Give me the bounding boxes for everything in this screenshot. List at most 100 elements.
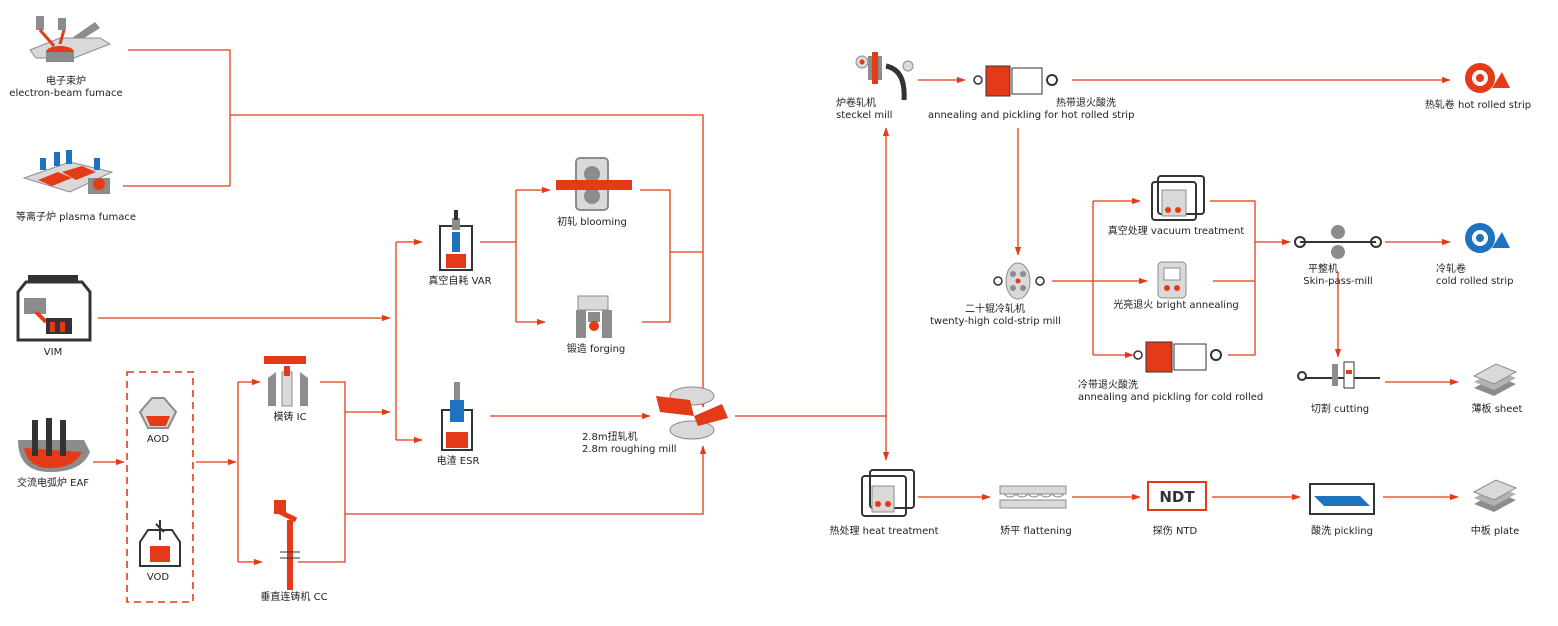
label-vacuum-text: 真空处理 vacuum treatment — [1107, 226, 1245, 237]
secondary-refining-box — [126, 371, 194, 603]
label-twenty-en: twenty-high cold-strip mill — [930, 316, 1061, 327]
label-apcold-zh: 冷带退火酸洗 — [1078, 380, 1138, 391]
label-eaf: 交流电弧炉 EAF — [8, 478, 98, 490]
label-vod-text: VOD — [146, 572, 170, 583]
label-pickling: 酸洗 pickling — [1300, 526, 1384, 538]
label-blooming: 初轧 blooming — [552, 217, 632, 229]
label-aod-text: AOD — [146, 434, 170, 445]
label-ndt-text: 探伤 NTD — [1152, 526, 1198, 537]
cold-rolled-coil-icon — [1465, 223, 1510, 253]
roughing-mill-icon — [656, 386, 728, 440]
label-cc: 垂直连铸机 CC — [248, 592, 340, 604]
label-ebf-zh: 电子束炉 — [46, 76, 86, 87]
twenty-high-mill-icon — [993, 262, 1045, 300]
label-ebf-en: electron-beam fumace — [9, 88, 123, 99]
vod-vessel-icon — [139, 520, 181, 567]
label-aphot-en: annealing and pickling for hot rolled st… — [928, 110, 1135, 121]
label-pickling-text: 酸洗 pickling — [1311, 526, 1373, 537]
label-ic: 模铸 IC — [260, 412, 320, 424]
label-bright-text: 光亮退火 bright annealing — [1113, 300, 1239, 311]
label-skin-en: Skin-pass-mill — [1303, 276, 1373, 287]
continuous-caster-icon — [274, 500, 300, 590]
esr-furnace-icon — [441, 382, 473, 451]
connector-vacuum-out — [1210, 200, 1256, 242]
vacuum-treatment-icon — [1151, 175, 1205, 221]
connector-apcold-out — [1228, 242, 1256, 356]
pickling-tank-icon — [1309, 483, 1375, 515]
label-coldstrip-en: cold rolled strip — [1436, 276, 1514, 287]
label-aphot-zh: 热带退火酸洗 — [1056, 98, 1116, 109]
label-vod: VOD — [140, 572, 176, 584]
label-steckel-zh: 炉卷轧机 — [836, 98, 876, 109]
connector-cc-out — [298, 412, 346, 563]
eaf-furnace-icon — [18, 418, 90, 472]
connector-bus-rough — [230, 114, 707, 408]
steckel-mill-icon — [855, 52, 914, 101]
label-cc-text: 垂直连铸机 CC — [260, 592, 328, 603]
label-twenty-high: 二十辊冷轧机 twenty-high cold-strip mill — [930, 304, 1061, 328]
bright-annealing-icon — [1157, 261, 1187, 299]
label-flattening: 矫平 flattening — [996, 526, 1076, 538]
label-plasma-furnace: 等离子炉 plasma fumace — [6, 212, 146, 224]
label-hot-rolled-strip: 热轧卷 hot rolled strip — [1420, 100, 1536, 112]
label-var: 真空自耗 VAR — [420, 276, 500, 288]
annealing-pickling-hot-icon — [973, 65, 1058, 97]
label-vim-text: VIM — [43, 347, 63, 358]
connector-blooming-out — [640, 189, 703, 253]
label-hotstrip-text: 热轧卷 hot rolled strip — [1424, 100, 1532, 111]
var-furnace-icon — [439, 210, 473, 271]
label-vim: VIM — [38, 347, 68, 359]
plasma-furnace-icon — [22, 150, 114, 194]
electron-beam-furnace-icon — [29, 16, 112, 62]
label-roughing-mill: 2.8m扭轧机 2.8m roughing mill — [582, 432, 682, 456]
label-steckel-mill: 炉卷轧机 steckel mill — [836, 98, 906, 122]
flattening-machine-icon — [999, 485, 1067, 509]
label-skin-zh: 平整机 — [1308, 264, 1338, 275]
label-vacuum-treatment: 真空处理 vacuum treatment — [1104, 226, 1248, 238]
label-forging: 锻造 forging — [556, 344, 636, 356]
label-flat-text: 矫平 flattening — [1000, 526, 1072, 537]
label-annealing-pickling-cold: 冷带退火酸洗 annealing and pickling for cold r… — [1078, 380, 1264, 404]
label-pf-text: 等离子炉 plasma fumace — [15, 212, 137, 223]
label-cutting-text: 切割 cutting — [1310, 404, 1370, 415]
label-twenty-zh: 二十辊冷轧机 — [965, 304, 1025, 315]
label-esr: 电渣 ESR — [426, 456, 490, 468]
label-aod: AOD — [140, 434, 176, 446]
label-cutting: 切割 cutting — [1300, 404, 1380, 416]
vim-furnace-icon — [16, 275, 92, 342]
connector-ebf-bus — [128, 49, 231, 186]
label-apcold-en: annealing and pickling for cold rolled — [1078, 392, 1264, 403]
heat-treatment-icon — [861, 469, 915, 517]
ingot-casting-icon — [264, 356, 308, 407]
hot-rolled-coil-icon — [1465, 63, 1510, 93]
forging-press-icon — [576, 295, 612, 338]
label-esr-text: 电渣 ESR — [436, 456, 480, 467]
sheet-stack-icon — [1472, 363, 1518, 396]
label-ic-text: 模铸 IC — [273, 412, 307, 423]
label-sheet: 薄板 sheet — [1464, 404, 1530, 416]
aod-converter-icon — [138, 397, 178, 429]
blooming-mill-icon — [556, 157, 632, 211]
label-var-text: 真空自耗 VAR — [428, 276, 492, 287]
label-heat-treatment: 热处理 heat treatment — [824, 526, 944, 538]
label-forging-text: 锻造 forging — [566, 344, 626, 355]
connector-forging-out — [642, 252, 671, 323]
label-electron-beam-furnace: 电子束炉 electron-beam fumace — [6, 76, 126, 100]
annealing-pickling-cold-icon — [1133, 341, 1222, 373]
label-annealing-pickling-hot: 热带退火酸洗 annealing and pickling for hot ro… — [928, 98, 1134, 122]
ndt-badge: NDT — [1147, 481, 1207, 511]
label-sheet-text: 薄板 sheet — [1471, 404, 1523, 415]
ndt-badge-text: NDT — [1159, 488, 1195, 506]
label-cold-rolled-strip: 冷轧卷 cold rolled strip — [1436, 264, 1526, 288]
flow-connectors — [93, 49, 1459, 566]
label-blooming-text: 初轧 blooming — [557, 217, 627, 228]
label-plate-text: 中板 plate — [1470, 526, 1520, 537]
label-coldstrip-zh: 冷轧卷 — [1436, 264, 1466, 275]
skin-pass-mill-icon — [1294, 225, 1382, 259]
label-eaf-text: 交流电弧炉 EAF — [16, 478, 90, 489]
label-rough-zh: 2.8m扭轧机 — [582, 432, 638, 443]
label-ndt: 探伤 NTD — [1140, 526, 1210, 538]
label-plate: 中板 plate — [1462, 526, 1528, 538]
label-skin-pass: 平整机 Skin-pass-mill — [1290, 264, 1386, 288]
